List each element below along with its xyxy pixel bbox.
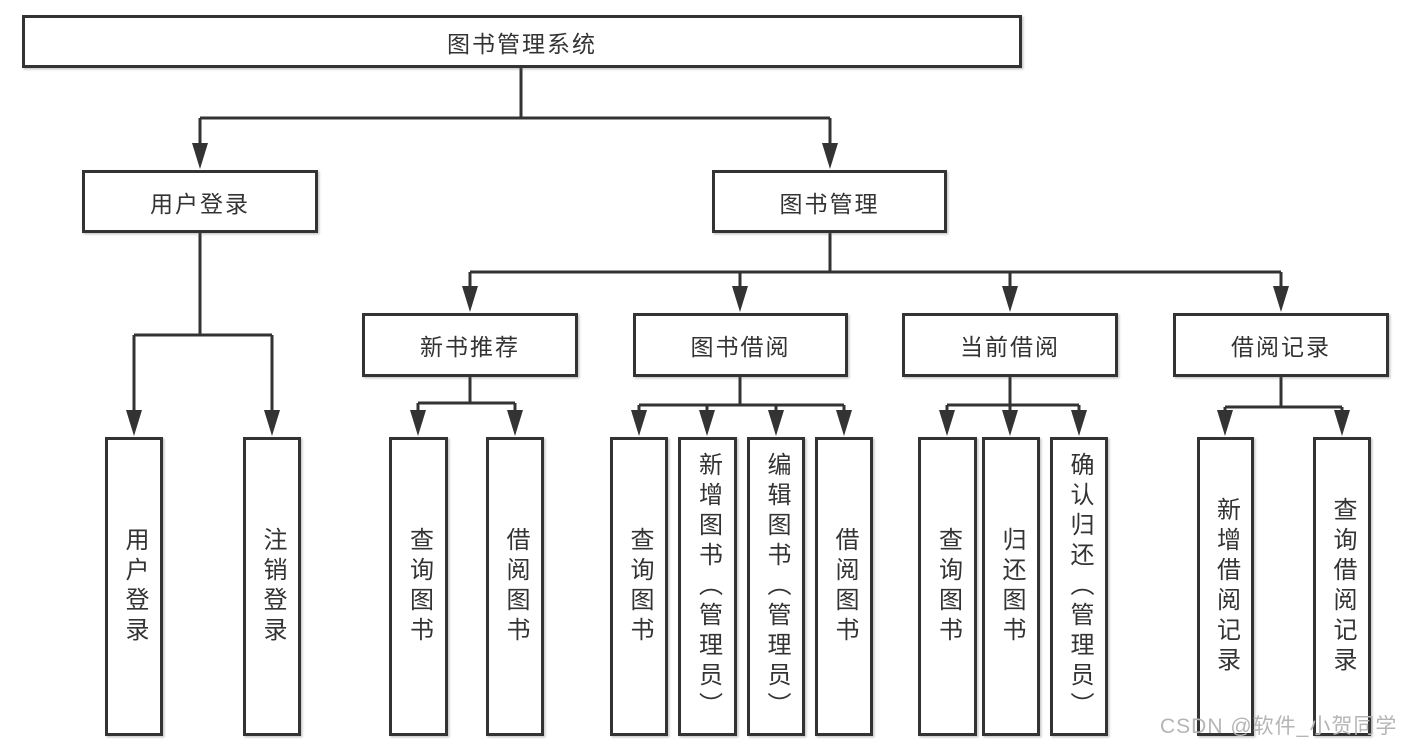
arrow-down-icon (822, 143, 838, 169)
leaf-logout: 注销登录 (243, 437, 301, 736)
arrow-down-icon (1002, 410, 1018, 436)
arrow-down-icon (699, 410, 715, 436)
arrow-down-icon (1071, 410, 1087, 436)
node-library-management-system: 图书管理系统 (22, 15, 1022, 68)
arrow-down-icon (1273, 286, 1289, 312)
arrow-down-icon (192, 143, 208, 169)
leaf-return-books: 归还图书 (982, 437, 1040, 736)
leaf-borrow-books: 借阅图书 (815, 437, 873, 736)
leaf-search-books-current: 查询图书 (918, 437, 977, 736)
arrowheads (126, 143, 1350, 436)
leaf-edit-books-admin: 编辑图书（管理员） (747, 437, 805, 736)
arrow-down-icon (631, 410, 647, 436)
leaf-search-books-borrowing: 查询图书 (610, 437, 668, 736)
leaf-search-books-recommend: 查询图书 (389, 437, 448, 736)
leaf-user-login: 用户登录 (105, 437, 163, 736)
arrow-down-icon (1002, 286, 1018, 312)
arrow-down-icon (462, 286, 478, 312)
arrow-down-icon (410, 410, 426, 436)
leaf-search-borrow-record: 查询借阅记录 (1313, 437, 1371, 736)
leaf-confirm-return-admin: 确认归还（管理员） (1050, 437, 1108, 736)
node-current-borrowing: 当前借阅 (902, 313, 1118, 377)
leaf-add-books-admin: 新增图书（管理员） (678, 437, 737, 736)
node-book-borrowing: 图书借阅 (633, 313, 848, 377)
arrow-down-icon (939, 410, 955, 436)
arrow-down-icon (836, 410, 852, 436)
node-new-book-recommendation: 新书推荐 (362, 313, 578, 377)
arrow-down-icon (1217, 410, 1233, 436)
arrow-down-icon (732, 286, 748, 312)
node-book-management: 图书管理 (712, 170, 947, 233)
arrow-down-icon (507, 410, 523, 436)
csdn-watermark: CSDN @软件_小贺同学 (1160, 715, 1398, 738)
node-user-login: 用户登录 (82, 170, 318, 233)
arrow-down-icon (768, 410, 784, 436)
leaf-add-borrow-record: 新增借阅记录 (1197, 437, 1254, 736)
leaf-borrow-books-recommend: 借阅图书 (486, 437, 544, 736)
arrow-down-icon (126, 410, 142, 436)
arrow-down-icon (264, 410, 280, 436)
node-borrowing-records: 借阅记录 (1173, 313, 1389, 377)
arrow-down-icon (1334, 410, 1350, 436)
connector-path (132, 68, 1344, 412)
